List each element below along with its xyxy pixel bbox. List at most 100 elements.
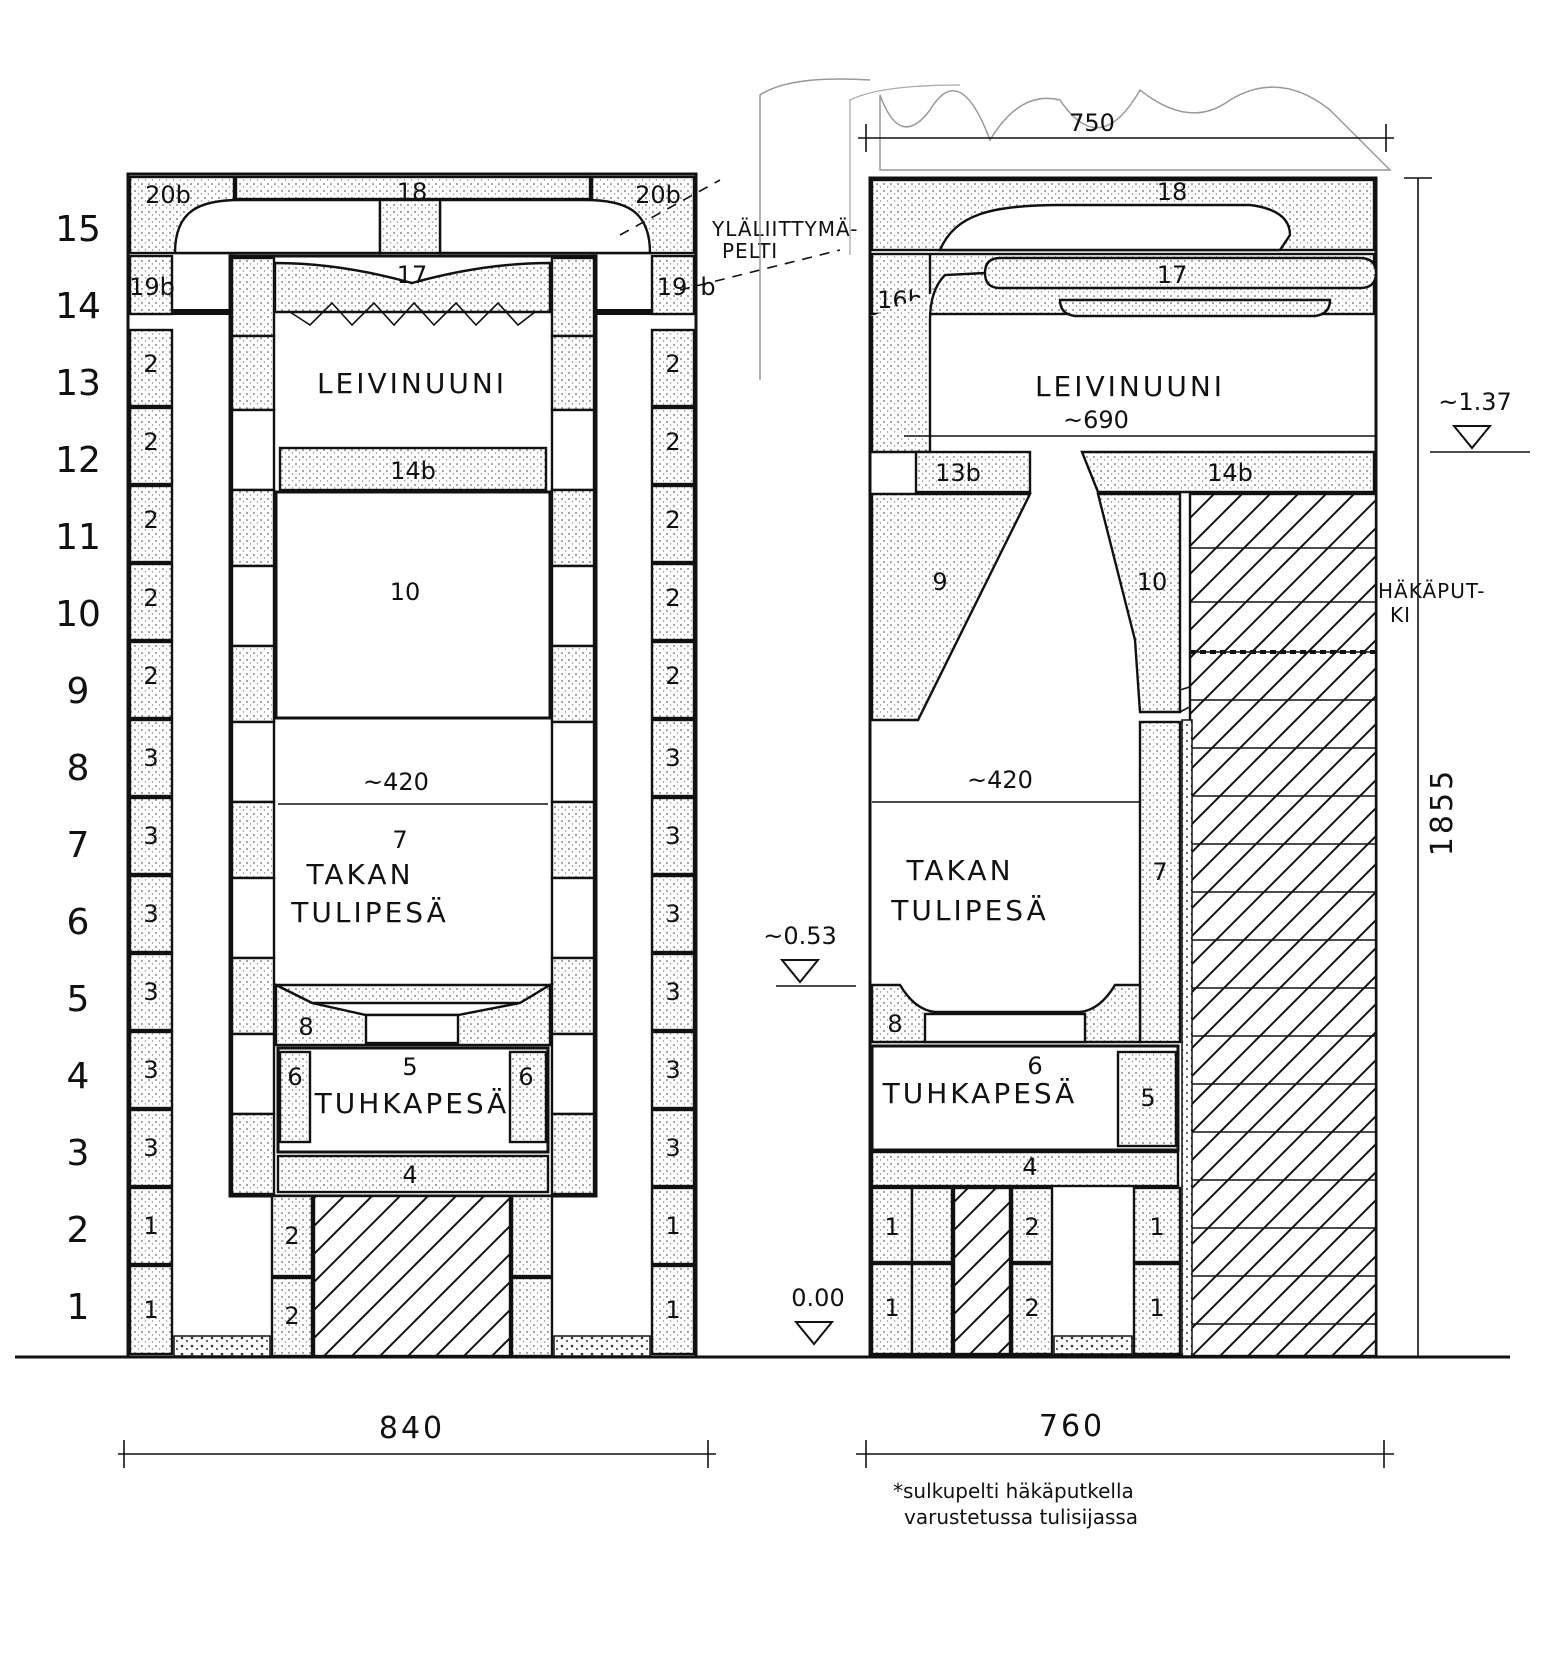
outer-block [650, 1264, 696, 1356]
grate-opening [923, 1012, 1087, 1044]
damper-leader [619, 179, 721, 236]
inner-block [550, 564, 596, 648]
block-17-plate [1058, 298, 1332, 318]
row-number: 13 [55, 363, 101, 404]
outer-block [128, 562, 174, 642]
block-label: 2 [665, 350, 680, 378]
outer-block [128, 874, 174, 954]
outer-block [128, 718, 174, 798]
outer-block [650, 1186, 696, 1266]
ashbox-label: TUHKAPESÄ [882, 1077, 1078, 1110]
foot-block [1132, 1262, 1182, 1356]
inner-block [230, 408, 276, 492]
foot-block [1010, 1186, 1054, 1264]
block-label: 2 [143, 584, 158, 612]
inner-block [550, 334, 596, 412]
block-label: 2 [143, 506, 158, 534]
block-label: 3 [143, 978, 158, 1006]
inner-block [550, 1032, 596, 1116]
foot-block [910, 1262, 954, 1356]
oven-zigzag [289, 301, 536, 327]
block-label: 2 [665, 506, 680, 534]
block-label: 2 [143, 662, 158, 690]
brick-wall [1188, 492, 1378, 1358]
level-triangle-icon [793, 1321, 835, 1346]
block-label: 8 [887, 1010, 902, 1038]
chamber-10 [274, 490, 552, 720]
foot-block [910, 1186, 954, 1264]
block-label: 2 [665, 662, 680, 690]
row-number: 12 [55, 440, 101, 481]
row-number: 4 [67, 1056, 90, 1097]
oven-label: LEIVINUUNI [1035, 370, 1225, 403]
block-label: 5 [402, 1053, 417, 1081]
oven-side-wall [870, 271, 986, 454]
block-9 [870, 492, 1032, 722]
block-label: 9 [932, 568, 947, 596]
block-label: 10 [390, 578, 421, 606]
inner-block [550, 876, 596, 960]
inner-width-label: ~420 [967, 766, 1033, 794]
inner-block [550, 956, 596, 1036]
block-label: 6 [518, 1063, 533, 1091]
inner-block [230, 334, 276, 412]
outer-block [650, 874, 696, 954]
outer-block [650, 796, 696, 876]
block-label: 2 [143, 428, 158, 456]
outer-block [650, 406, 696, 486]
block-5 [1116, 1050, 1178, 1148]
outer-block [650, 328, 696, 408]
level-label: 0.00 [791, 1284, 844, 1312]
row-number: 6 [67, 902, 90, 943]
outer-block [128, 796, 174, 876]
outer-block [128, 484, 174, 564]
block-6-left [278, 1050, 312, 1144]
outer-right-column: 2 2 2 2 2 3 3 3 3 3 3 1 1 [650, 328, 696, 1356]
block-label: 2 [1024, 1213, 1039, 1241]
ashbox-label: TUHKAPESÄ [314, 1087, 510, 1120]
inner-block [550, 800, 596, 880]
block-4 [870, 1150, 1180, 1188]
level-label: ~0.53 [763, 922, 837, 950]
firebox-label-line2: TULIPESÄ [890, 894, 1048, 927]
firebox-label-line1: TAKAN [905, 854, 1013, 887]
outer-block [128, 1030, 174, 1110]
row-number: 11 [55, 517, 101, 558]
block-label: 3 [665, 744, 680, 772]
damper-label-line2: PELTI [722, 239, 778, 263]
outer-block [128, 952, 174, 1032]
block-label: 7 [392, 826, 407, 854]
flue-channel [938, 203, 1292, 252]
block-label: 3 [665, 978, 680, 1006]
foot-block [510, 1194, 554, 1278]
foot-block [870, 1186, 914, 1264]
outer-block [650, 562, 696, 642]
block-label: b [700, 273, 715, 301]
sand-fill [1053, 1335, 1133, 1355]
block-label: 18 [397, 178, 428, 206]
level-label: ~1.37 [1438, 388, 1512, 416]
inner-block [550, 408, 596, 492]
block-18-stem [378, 198, 442, 255]
block-label: 3 [143, 744, 158, 772]
firebox-label-line1: TAKAN [305, 858, 413, 891]
flue-bend-right [438, 198, 652, 255]
block-label: 3 [665, 1056, 680, 1084]
inner-block [230, 956, 276, 1036]
block-label: 4 [1022, 1153, 1037, 1181]
block-label: 7 [1152, 858, 1167, 886]
block-label: 3 [665, 822, 680, 850]
block-label: 14b [1207, 459, 1253, 487]
block-label: 4 [402, 1161, 417, 1189]
outer-block [128, 1264, 174, 1356]
block-label: 2 [284, 1302, 299, 1330]
grate-8-top [275, 983, 555, 1005]
level-triangle-icon [1451, 425, 1493, 450]
block-6-right [508, 1050, 548, 1144]
inner-block [230, 876, 276, 960]
firebox-label-line2: TULIPESÄ [290, 896, 448, 929]
row-number: 8 [67, 748, 90, 789]
outer-block [128, 1108, 174, 1188]
block-10 [1096, 492, 1182, 714]
block-4 [276, 1154, 550, 1194]
